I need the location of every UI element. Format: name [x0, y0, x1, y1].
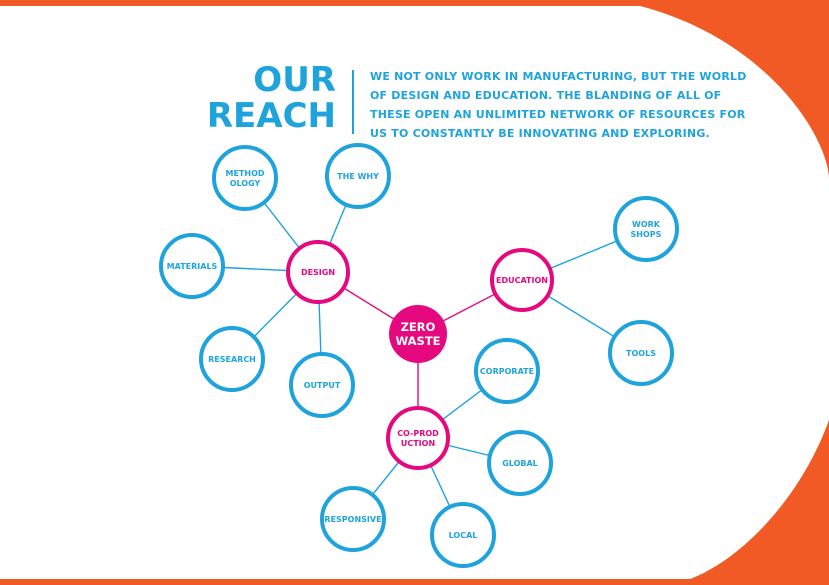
node-research-circle [199, 326, 265, 392]
node-methodology-circle [212, 145, 278, 211]
node-the-why: THE WHY [325, 143, 391, 209]
node-co-production-label: CO-PROD [397, 429, 439, 438]
node-tools-circle [608, 320, 674, 386]
node-design-circle [286, 240, 350, 304]
node-research: RESEARCH [199, 326, 265, 392]
node-workshops-circle [613, 196, 679, 262]
node-workshops-label: SHOPS [631, 230, 662, 239]
node-tools: TOOLS [608, 320, 674, 386]
node-responsive-label: RESPONSIVE [324, 515, 381, 524]
node-materials-circle [159, 233, 225, 299]
node-local-label: LOCAL [449, 531, 478, 540]
title-line-2: REACH [206, 96, 336, 136]
node-co-production-circle [386, 406, 450, 470]
node-methodology-label: METHOD [225, 169, 264, 178]
node-global: GLOBAL [487, 430, 553, 496]
node-output-label: OUTPUT [304, 381, 341, 390]
node-the-why-circle [325, 143, 391, 209]
node-design-label: DESIGN [301, 268, 335, 277]
node-output: OUTPUT [289, 352, 355, 418]
node-education-circle [490, 248, 554, 312]
page-title: OUR REACH [200, 62, 336, 134]
node-responsive: RESPONSIVE [320, 486, 386, 552]
node-education: EDUCATION [490, 248, 554, 312]
node-research-label: RESEARCH [208, 355, 256, 364]
node-co-production-label: UCTION [401, 439, 435, 448]
node-global-label: GLOBAL [502, 459, 538, 468]
title-line-1: OUR [253, 60, 336, 100]
node-workshops-label: WORK [632, 220, 661, 229]
node-local-circle [430, 502, 496, 568]
node-local: LOCAL [430, 502, 496, 568]
node-corporate-label: CORPORATE [480, 367, 534, 376]
node-education-label: EDUCATION [496, 276, 548, 285]
node-zero-waste-circle [389, 305, 447, 363]
node-design: DESIGN [286, 240, 350, 304]
intro-text: WE NOT ONLY WORK IN MANUFACTURING, BUT T… [370, 70, 747, 140]
node-corporate: CORPORATE [474, 338, 540, 404]
node-corporate-circle [474, 338, 540, 404]
node-materials: MATERIALS [159, 233, 225, 299]
node-tools-label: TOOLS [626, 349, 656, 358]
white-panel [0, 6, 829, 579]
node-zero-waste-label: ZERO [401, 320, 436, 334]
node-output-circle [289, 352, 355, 418]
node-global-circle [487, 430, 553, 496]
node-methodology-label: OLOGY [230, 179, 261, 188]
node-responsive-circle [320, 486, 386, 552]
node-the-why-label: THE WHY [337, 172, 379, 181]
node-materials-label: MATERIALS [167, 262, 218, 271]
node-zero-waste-label: WASTE [395, 334, 440, 348]
title-divider [352, 70, 354, 134]
